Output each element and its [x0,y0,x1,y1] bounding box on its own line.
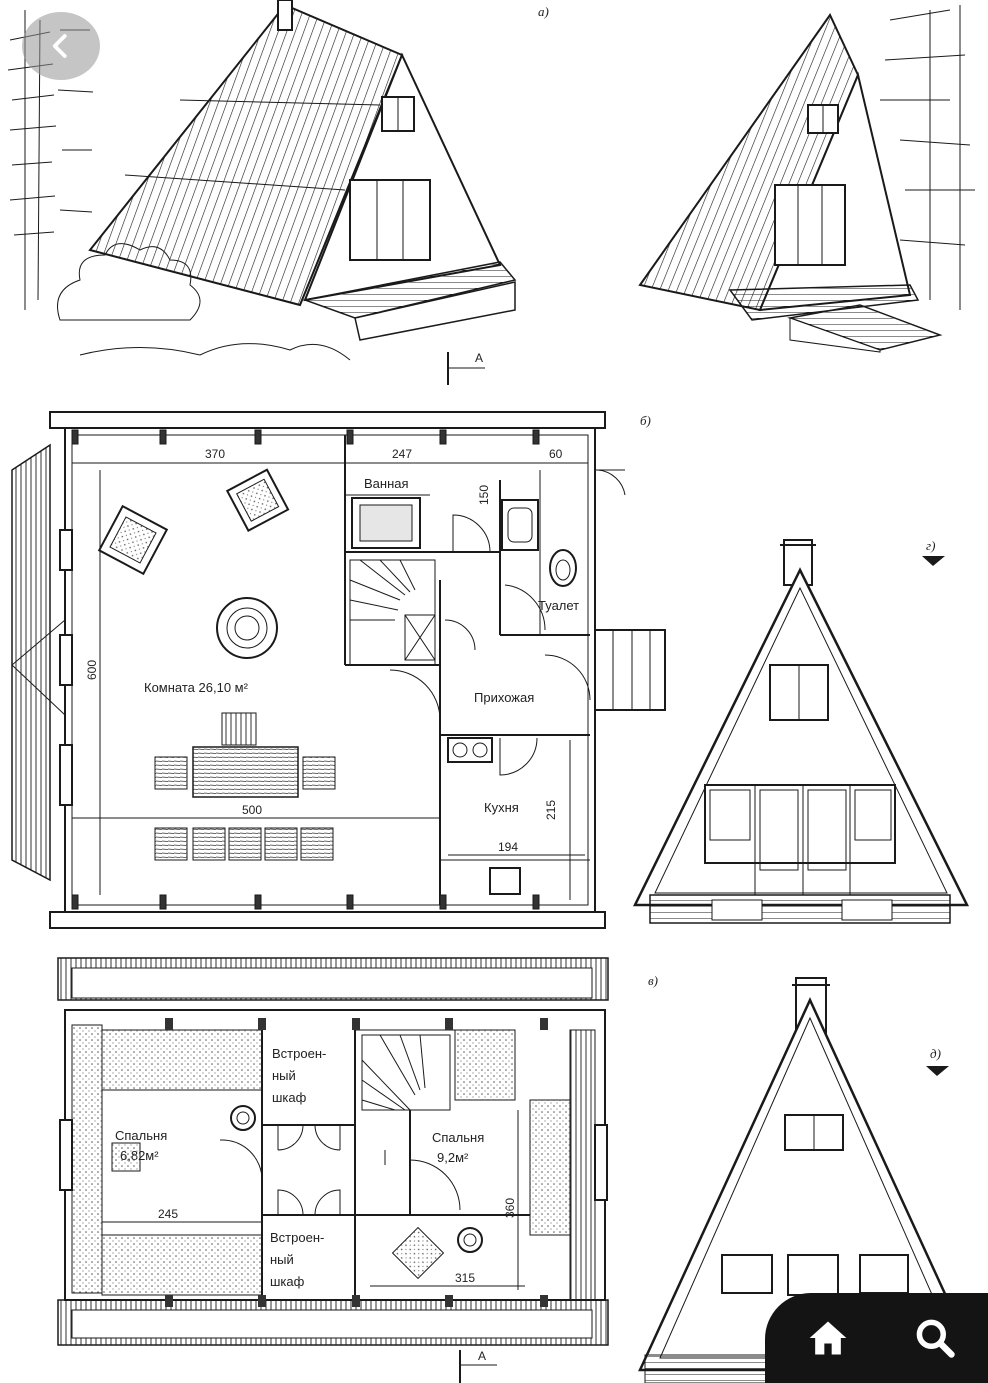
room-toilet: Туалет [538,598,579,613]
closet-bottom-line1: Встроен- [270,1230,324,1245]
upper-floor-plan: Встроен- ный шкаф Встроен- ный шкаф Спал… [57,957,609,1383]
dim-247: 247 [392,447,412,461]
panel-tag-a: а) [538,4,549,19]
back-button[interactable] [22,12,100,80]
closet-top-line2: ный [272,1068,296,1083]
dim-370: 370 [205,447,225,461]
section-marker-bottom: A [478,1349,486,1363]
perspective-view-left: A [7,0,517,385]
closet-top-line3: шкаф [272,1090,307,1105]
perspective-view-right [638,5,975,353]
bedroom-right-area: 9,2м² [437,1150,469,1165]
bedroom-left-label: Спальня [115,1128,167,1143]
panel-tag-v: в) [648,973,658,988]
ground-floor-plan: 370 247 60 600 500 Ванная 150 Туалет [11,411,666,929]
dim-60: 60 [549,447,563,461]
closet-bottom-line3: шкаф [270,1274,305,1289]
bottom-navbar [765,1293,988,1383]
home-icon [809,1321,847,1355]
dim-194: 194 [498,840,518,854]
dim-360: 360 [503,1198,517,1218]
dim-150: 150 [477,485,491,505]
dim-215: 215 [544,800,558,820]
rear-elevation [638,977,982,1383]
front-elevation [632,539,970,924]
search-icon [916,1319,955,1358]
closet-top-line1: Встроен- [272,1046,326,1061]
dim-600: 600 [85,660,99,680]
search-button[interactable] [907,1310,963,1366]
dim-315: 315 [455,1271,475,1285]
bedroom-right-label: Спальня [432,1130,484,1145]
panel-tag-b: б) [640,413,651,428]
room-bathroom: Ванная [364,476,409,491]
chevron-left-icon [52,34,67,58]
closet-bottom-line2: ный [270,1252,294,1267]
home-button[interactable] [800,1310,856,1366]
panel-tag-g: г) [926,538,935,553]
dim-500: 500 [242,803,262,817]
room-living: Комната 26,10 м² [144,680,249,695]
dim-245: 245 [158,1207,178,1221]
panel-tag-d: д) [930,1046,941,1061]
room-hall: Прихожая [474,690,534,705]
section-marker-top: A [475,351,483,365]
room-kitchen: Кухня [484,800,519,815]
